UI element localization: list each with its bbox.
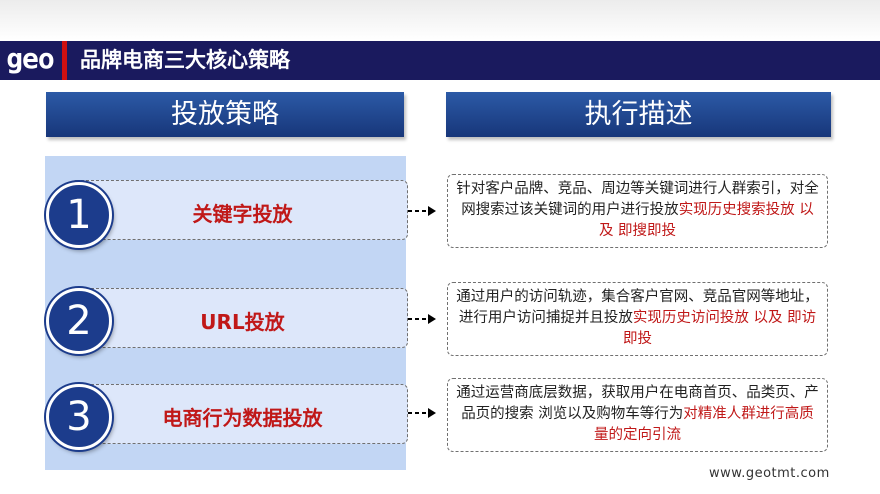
strategy-item-ecommerce	[70, 384, 408, 444]
description-text: 通过运营商底层数据，获取用户在电商首页、品类页、产品页的搜索 浏览以及购物车等行…	[456, 385, 819, 422]
strategy-item-url	[70, 288, 408, 348]
description-text: 针对客户品牌、竞品、周边等关键词进行人群索引，对全网搜索过该关键词的用户进行投放	[456, 181, 819, 218]
footer-url: www.geotmt.com	[709, 466, 830, 481]
strategy-label: 电商行为数据投放	[162, 406, 323, 430]
description-highlight: 对精准人群进行高质量的定向引流	[594, 406, 814, 443]
arrow-right-icon	[408, 408, 436, 418]
step-number-badge: 1	[46, 182, 112, 248]
title-accent-stripe	[62, 41, 67, 80]
title-bar	[0, 41, 880, 80]
description-box: 针对客户品牌、竞品、周边等关键词进行人群索引，对全网搜索过该关键词的用户进行投放…	[447, 174, 828, 248]
logo: geo	[0, 41, 60, 80]
step-number-badge: 3	[46, 384, 112, 450]
arrow-right-icon	[408, 314, 436, 324]
description-box: 通过运营商底层数据，获取用户在电商首页、品类页、产品页的搜索 浏览以及购物车等行…	[447, 378, 828, 452]
description-highlight: 实现历史搜索投放 以及 即搜即投	[598, 202, 814, 239]
header-description: 执行描述	[446, 92, 831, 137]
arrow-right-icon	[408, 206, 436, 216]
step-number-badge: 2	[46, 288, 112, 354]
header-strategy: 投放策略	[46, 92, 404, 137]
strategy-label: URL投放	[200, 310, 285, 334]
description-text: 通过用户的访问轨迹，集合客户官网、竞品官网等地址，进行用户访问捕捉并且投放	[456, 289, 819, 326]
description-highlight: 实现历史访问投放 以及 即访即投	[623, 310, 817, 347]
description-box: 通过用户的访问轨迹，集合客户官网、竞品官网等地址，进行用户访问捕捉并且投放实现历…	[447, 282, 828, 356]
page-title: 品牌电商三大核心策略	[80, 48, 290, 72]
strategy-label: 关键字投放	[192, 202, 293, 226]
top-background	[0, 0, 880, 40]
strategy-item-keyword	[70, 180, 408, 240]
